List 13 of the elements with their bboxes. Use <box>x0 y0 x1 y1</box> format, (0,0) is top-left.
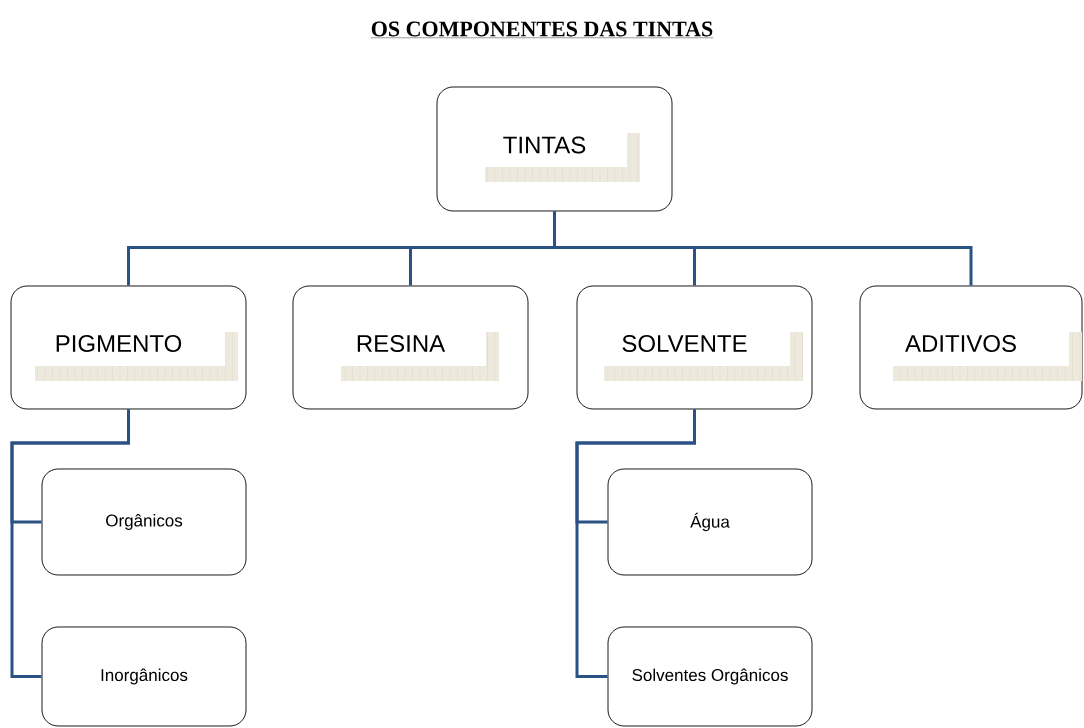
connector-line <box>575 409 696 678</box>
header-box: SOLVENTE <box>576 285 813 410</box>
header-box: RESINA <box>292 285 529 410</box>
connector-line <box>553 211 973 286</box>
header-box: ADITIVOS <box>859 285 1083 410</box>
category-box: Orgânicos <box>41 468 247 576</box>
title: OS COMPONENTES DAS TINTAS <box>370 21 714 38</box>
category-box: Solventes Orgânicos <box>607 626 813 727</box>
header-box: TINTAS <box>436 86 673 212</box>
header-box: PIGMENTO <box>10 285 247 410</box>
category-box: Água <box>607 468 813 576</box>
category-box: Inorgânicos <box>41 626 247 727</box>
connector-line <box>10 409 130 678</box>
